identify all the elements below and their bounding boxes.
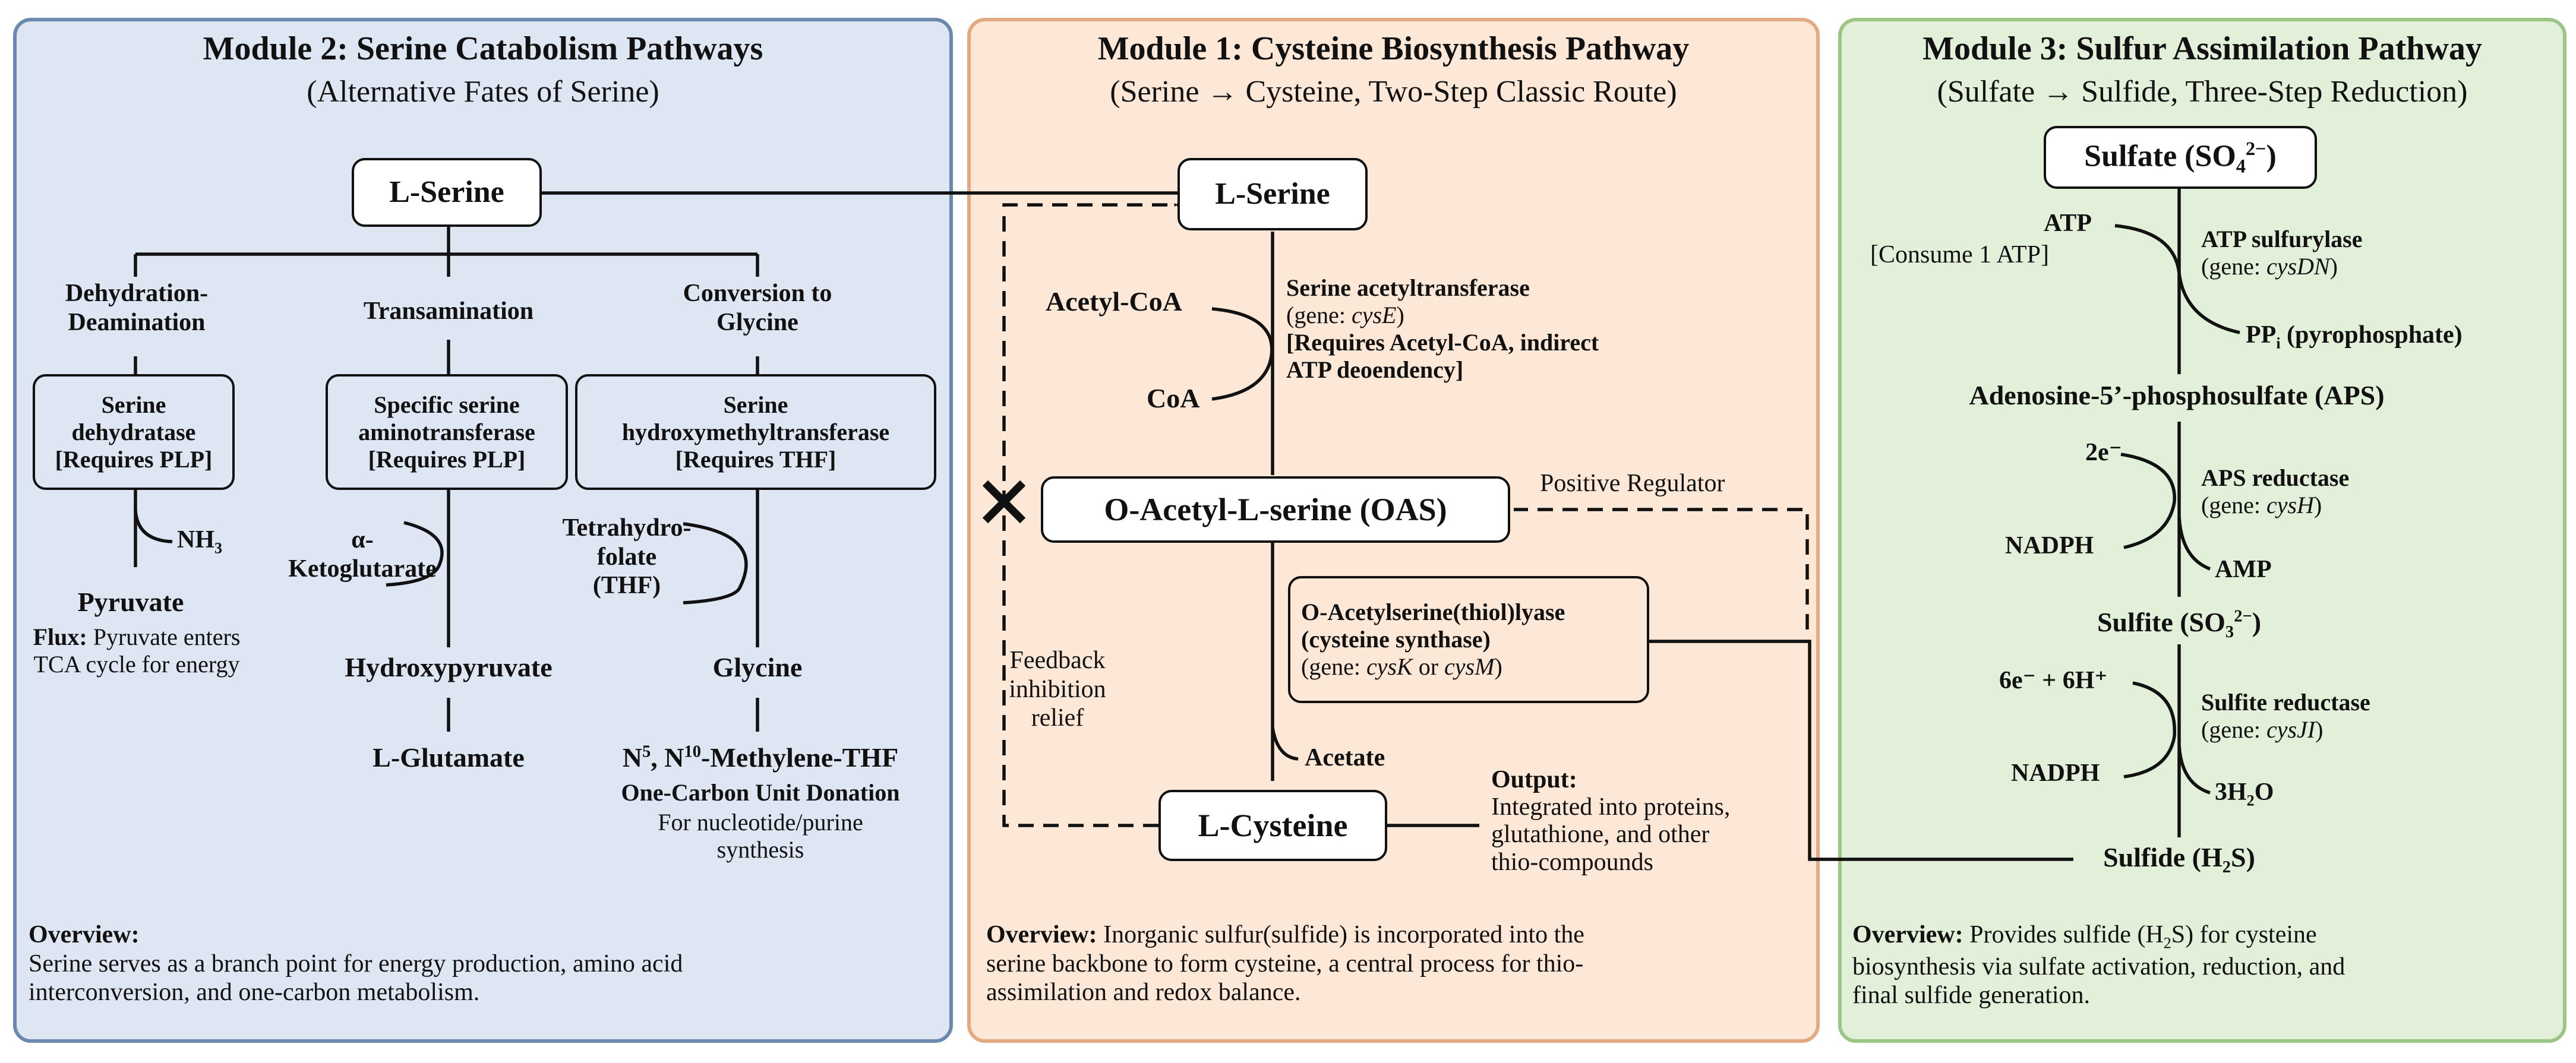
electrons-1-label: 2e⁻ xyxy=(2085,439,2122,466)
methylene-thf-label: N5, N10-Methylene-THF xyxy=(622,742,899,773)
sulfite-label: Sulfite (SO32−) xyxy=(2097,607,2262,642)
cysteine-synthase-box: O-Acetylserine(thiol)lyase (cysteine syn… xyxy=(1288,576,1649,703)
oas-node: O-Acetyl-L-serine (OAS) xyxy=(1041,476,1510,543)
thf-label: Tetrahydro- folate (THF) xyxy=(562,514,692,600)
module2-subtitle: (Alternative Fates of Serine) xyxy=(307,75,659,109)
arrow-positive-regulator xyxy=(1513,508,1809,629)
nh3-label: NH3 xyxy=(177,526,223,557)
atp-consume-note: [Consume 1 ATP] xyxy=(1870,241,2050,268)
module3-subtitle: (Sulfate → Sulfide, Three-Step Reduction… xyxy=(1937,75,2468,109)
atp-sulfurylase-label: ATP sulfurylase (gene: cysDN) xyxy=(2201,226,2363,280)
sulfite-reductase-label: Sulfite reductase (gene: cysJI) xyxy=(2201,689,2370,743)
acetyl-coa-label: Acetyl-CoA xyxy=(1046,286,1182,317)
module1-overview: Overview: Inorganic sulfur(sulfide) is i… xyxy=(986,921,1584,1007)
arrow-feedback-relief xyxy=(1002,203,1178,827)
serine-hydroxymethyltransferase-box: Serine hydroxymethyltransferase [Require… xyxy=(575,374,936,490)
acetate-label: Acetate xyxy=(1305,744,1385,771)
module1-title: Module 1: Cysteine Biosynthesis Pathway xyxy=(1097,30,1690,67)
module2-overview: Overview: Serine serves as a branch poin… xyxy=(29,921,683,1007)
electrons-2-label: 6e⁻ + 6H⁺ xyxy=(1999,667,2108,694)
sulfide-label: Sulfide (H2S) xyxy=(2103,842,2255,877)
module3-title: Module 3: Sulfur Assimilation Pathway xyxy=(1922,30,2482,67)
m2-branch1-label: Dehydration-Deamination xyxy=(65,280,209,336)
module3-overview: Overview: Provides sulfide (H2S) for cys… xyxy=(1852,921,2345,1010)
module2-title: Module 2: Serine Catabolism Pathways xyxy=(203,30,763,67)
l-glutamate-label: L-Glutamate xyxy=(372,742,525,773)
inhibition-cross xyxy=(982,480,1026,524)
hydroxypyruvate-label: Hydroxypyruvate xyxy=(345,652,553,682)
m2-serine-node: L-Serine xyxy=(352,158,542,227)
ppi-label: PPi (pyrophosphate) xyxy=(2246,321,2463,352)
aps-reductase-label: APS reductase (gene: cysH) xyxy=(2201,464,2350,518)
m2-branch2-label: Transamination xyxy=(363,298,534,325)
serine-dehydratase-box: Serine dehydratase [Requires PLP] xyxy=(33,374,235,490)
pyruvate-label: Pyruvate xyxy=(77,587,184,617)
one-carbon-note: One-Carbon Unit Donation xyxy=(621,779,900,806)
module1-subtitle: (Serine → Cysteine, Two-Step Classic Rou… xyxy=(1110,75,1677,109)
amp-label: AMP xyxy=(2215,556,2272,583)
flux-note: Flux: Pyruvate enters TCA cycle for ener… xyxy=(33,624,241,678)
output-note: Output: Integrated into proteins, glutat… xyxy=(1491,766,1731,876)
atp-label: ATP xyxy=(2044,210,2092,237)
m1-serine-node: L-Serine xyxy=(1177,158,1368,230)
serine-acetyltransferase-label: Serine acetyltransferase (gene: cysE) [R… xyxy=(1286,274,1599,383)
coa-label: CoA xyxy=(1147,383,1200,413)
glycine-label: Glycine xyxy=(712,652,803,682)
serine-aminotransferase-box: Specific serine aminotransferase [Requir… xyxy=(326,374,568,490)
feedback-relief-label: Feedback inhibition relief xyxy=(1009,647,1106,732)
alpha-ketoglutarate-label: α-Ketoglutarate xyxy=(288,526,437,583)
water-label: 3H2O xyxy=(2215,779,2274,809)
sulfate-node: Sulfate (SO42−) xyxy=(2044,126,2317,189)
arrow-sulfide-supply xyxy=(1648,640,2073,861)
nadph-2-label: NADPH xyxy=(2011,760,2100,787)
l-cysteine-node: L-Cysteine xyxy=(1158,790,1387,861)
aps-label: Adenosine-5’-phosphosulfate (APS) xyxy=(1969,380,2385,410)
nadph-1-label: NADPH xyxy=(2005,532,2094,559)
positive-regulator-label: Positive Regulator xyxy=(1540,470,1725,497)
